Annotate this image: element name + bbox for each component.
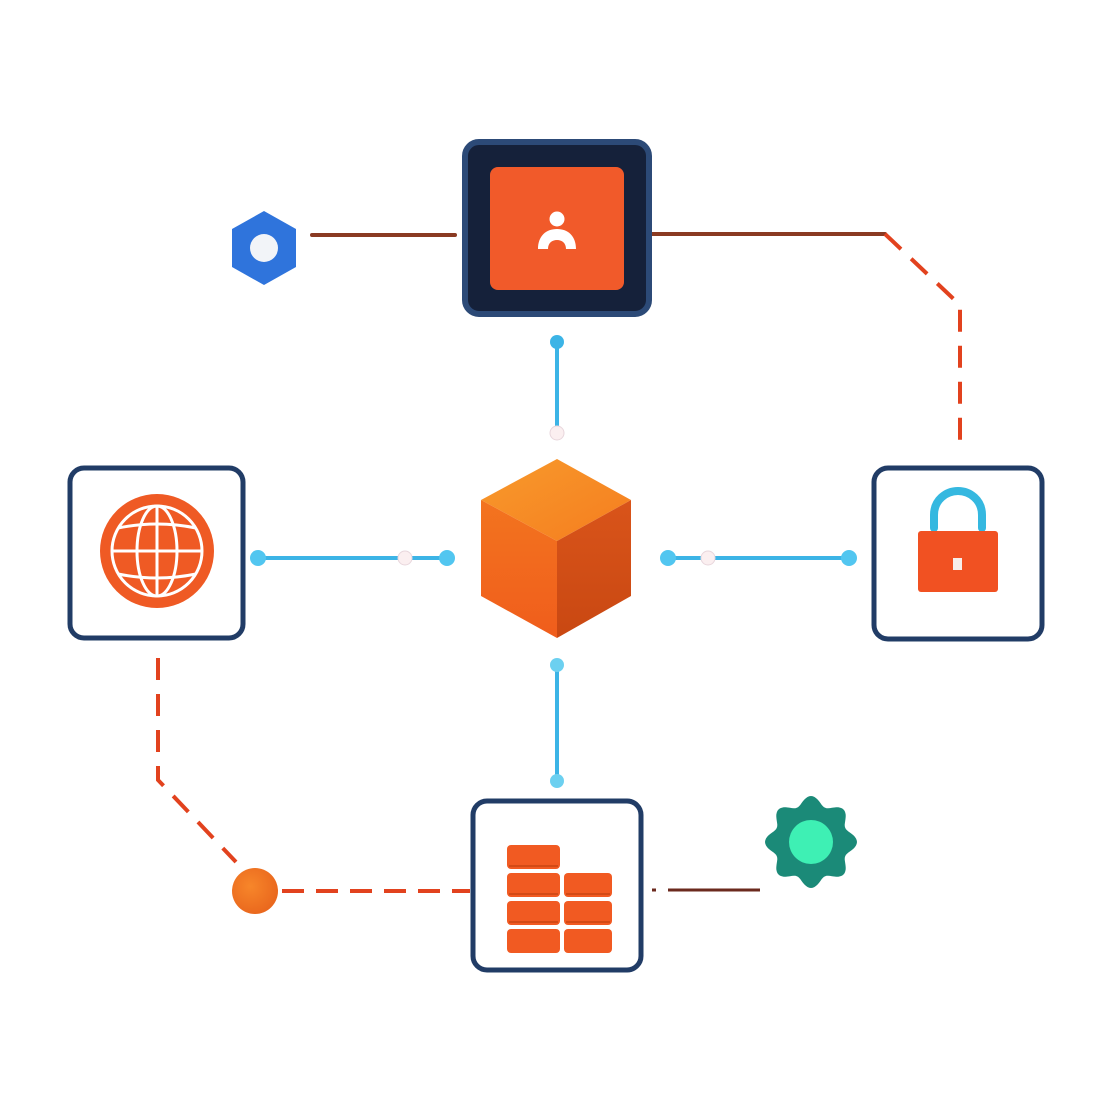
- hexagon-icon[interactable]: [232, 211, 296, 285]
- database-stack-icon: [507, 845, 612, 953]
- user-node[interactable]: [462, 139, 652, 317]
- circle-dot-icon[interactable]: [232, 868, 278, 914]
- connector-left-dot-dashed: [156, 658, 238, 864]
- gear-icon[interactable]: [765, 796, 857, 888]
- connector-left-center: [250, 550, 455, 566]
- globe-icon: [100, 494, 214, 608]
- database-stack-shading: [509, 865, 610, 923]
- connector-bottom-center: [550, 658, 564, 788]
- connector-top-right-dashed: [883, 232, 962, 448]
- lock-node[interactable]: [871, 465, 1045, 642]
- lock-icon: [918, 486, 998, 592]
- cube-icon[interactable]: [481, 459, 631, 638]
- connector-top-center: [549, 335, 565, 441]
- user-icon: [538, 211, 576, 249]
- database-node[interactable]: [470, 798, 644, 973]
- connector-right-center: [660, 550, 857, 566]
- globe-node[interactable]: [67, 465, 246, 641]
